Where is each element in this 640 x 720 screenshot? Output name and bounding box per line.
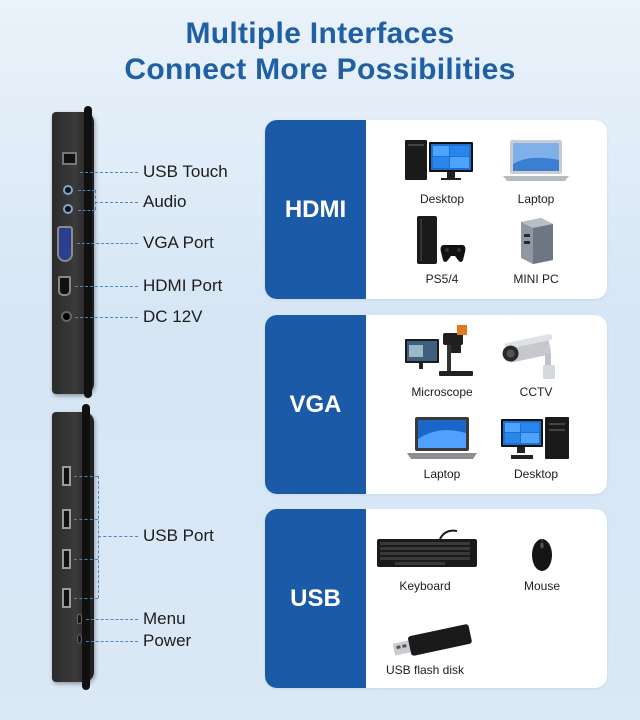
device-label: Desktop [419,192,465,206]
leader-usb-bracket [98,476,99,598]
hdmi-port [58,276,71,296]
game-console-icon [383,214,501,270]
leader-audio [95,202,138,203]
headline-line-2: Connect More Possibilities [124,53,516,86]
device-keyboard: Keyboard [365,525,515,594]
usb-a-port-4 [62,588,71,608]
audio-jack-2 [63,204,73,214]
cctv-camera-icon [477,323,595,383]
device-label: CCTV [519,385,553,399]
card-vga: VGA Microscope [265,315,607,494]
leader-audio-top [78,190,95,191]
label-hdmi-port: HDMI Port [143,276,223,295]
usb-flash-drive-icon [365,621,515,661]
label-menu: Menu [143,609,186,628]
label-audio: Audio [143,192,187,211]
leader-usb-3 [74,559,98,560]
leader-dc [75,317,138,318]
panel-bezel-top [84,106,92,398]
leader-vga [77,243,138,244]
label-power: Power [143,631,192,650]
leader-power [86,641,138,642]
device-label: USB flash disk [385,663,465,677]
leader-audio-bottom [78,210,95,211]
leader-audio-bracket [95,190,96,210]
desktop-computer-icon [383,134,501,190]
device-label: Mouse [523,579,561,593]
device-desktop-vga: Desktop [477,413,595,482]
keyboard-icon [365,525,515,577]
microscope-icon [383,323,501,383]
leader-usb-touch [80,172,138,173]
mouse-icon [483,525,601,577]
usb-a-port-3 [62,549,71,569]
device-label: Keyboard [399,579,451,593]
device-laptop: Laptop [477,134,595,207]
headline-line-1: Multiple Interfaces [185,17,455,50]
device-mouse: Mouse [483,525,601,594]
leader-menu [86,619,138,620]
leader-usb-2 [74,519,98,520]
card-hdmi: HDMI Desktop [265,120,607,299]
device-desktop: Desktop [383,134,501,207]
card-heading-hdmi: HDMI [265,120,366,299]
label-vga-port: VGA Port [143,233,214,252]
device-label: Laptop [423,467,461,481]
dc-power-port [61,311,72,322]
device-ps5: PS5/4 [383,214,501,287]
usb-a-port-1 [62,466,71,486]
label-dc-12v: DC 12V [143,307,203,326]
device-laptop-vga: Laptop [383,413,501,482]
device-label: Desktop [513,467,559,481]
card-heading-vga: VGA [265,315,366,494]
leader-usb-4 [74,598,98,599]
device-usb-flash-disk: USB flash disk [365,621,515,678]
panel-bezel-bottom [82,404,90,690]
usb-a-port-2 [62,509,71,529]
usb-touch-port [62,152,77,165]
label-usb-port: USB Port [143,526,214,545]
device-label: Laptop [517,192,555,206]
desktop-computer-icon [477,413,595,465]
label-usb-touch: USB Touch [143,162,228,181]
leader-usb-1 [74,476,98,477]
device-label: Microscope [411,385,473,399]
device-microscope: Microscope [383,323,501,400]
leader-usb-port [98,536,138,537]
audio-jack-1 [63,185,73,195]
device-label: PS5/4 [425,272,459,286]
card-heading-usb: USB [265,509,366,688]
laptop-icon [477,134,595,190]
card-usb: USB Keyboard Mo [265,509,607,688]
mini-pc-icon [477,214,595,270]
device-label: MINI PC [513,272,559,286]
power-button [77,634,82,644]
device-mini-pc: MINI PC [477,214,595,287]
device-cctv: CCTV [477,323,595,400]
vga-port [57,226,73,262]
menu-button [77,614,82,624]
laptop-icon [383,413,501,465]
leader-hdmi [75,286,138,287]
